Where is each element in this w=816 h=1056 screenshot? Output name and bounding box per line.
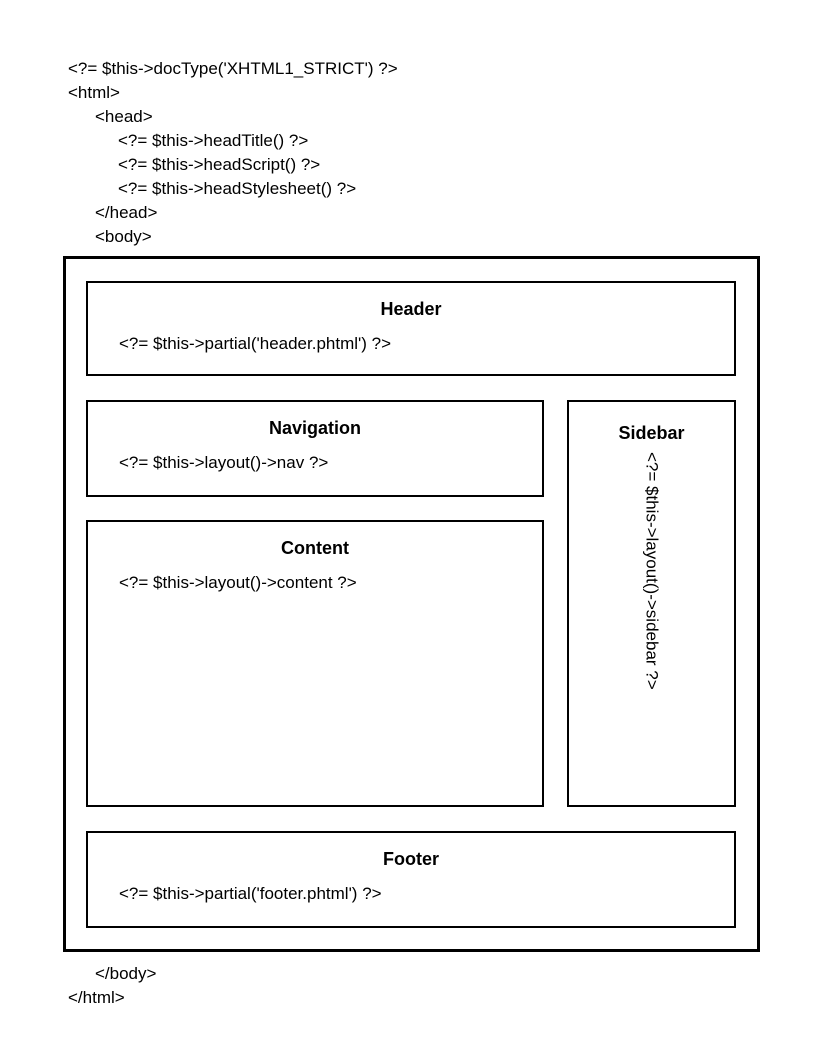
code-line-head-script: <?= $this->headScript() ?> [118,155,321,174]
header-region-code: <?= $this->partial('header.phtml') ?> [119,334,392,353]
body-layout-diagram-box: Header <?= $this->partial('header.phtml'… [63,256,760,952]
navigation-region-code: <?= $this->layout()->nav ?> [119,453,329,472]
content-region-code: <?= $this->layout()->content ?> [119,573,357,592]
code-line-body-open: <body> [95,227,152,246]
footer-region-box: Footer <?= $this->partial('footer.phtml'… [86,831,736,928]
layout-script-closing-code: </body> </html> [68,962,156,1010]
sidebar-region-title: Sidebar [618,423,685,443]
header-region-title: Header [380,299,442,319]
code-line-body-close: </body> [95,964,157,983]
code-line-doctype: <?= $this->docType('XHTML1_STRICT') ?> [68,59,398,78]
header-region-box: Header <?= $this->partial('header.phtml'… [86,281,736,376]
code-line-html-open: <html> [68,83,120,102]
code-line-html-close: </html> [68,988,125,1007]
code-line-head-open: <head> [95,107,153,126]
code-line-head-stylesheet: <?= $this->headStylesheet() ?> [118,179,357,198]
code-line-head-title: <?= $this->headTitle() ?> [118,131,309,150]
footer-region-code: <?= $this->partial('footer.phtml') ?> [119,884,382,903]
layout-script-opening-code: <?= $this->docType('XHTML1_STRICT') ?> <… [68,57,398,249]
footer-region-title: Footer [383,849,439,869]
content-region-title: Content [281,538,349,558]
sidebar-region-code-vertical: <?= $this->layout()->sidebar ?> [642,452,662,690]
navigation-region-title: Navigation [268,418,361,438]
content-region-box: Content <?= $this->layout()->content ?> [86,520,544,807]
sidebar-region-box: Sidebar <?= $this->layout()->sidebar ?> [567,400,736,807]
code-line-head-close: </head> [95,203,158,222]
navigation-region-box: Navigation <?= $this->layout()->nav ?> [86,400,544,497]
